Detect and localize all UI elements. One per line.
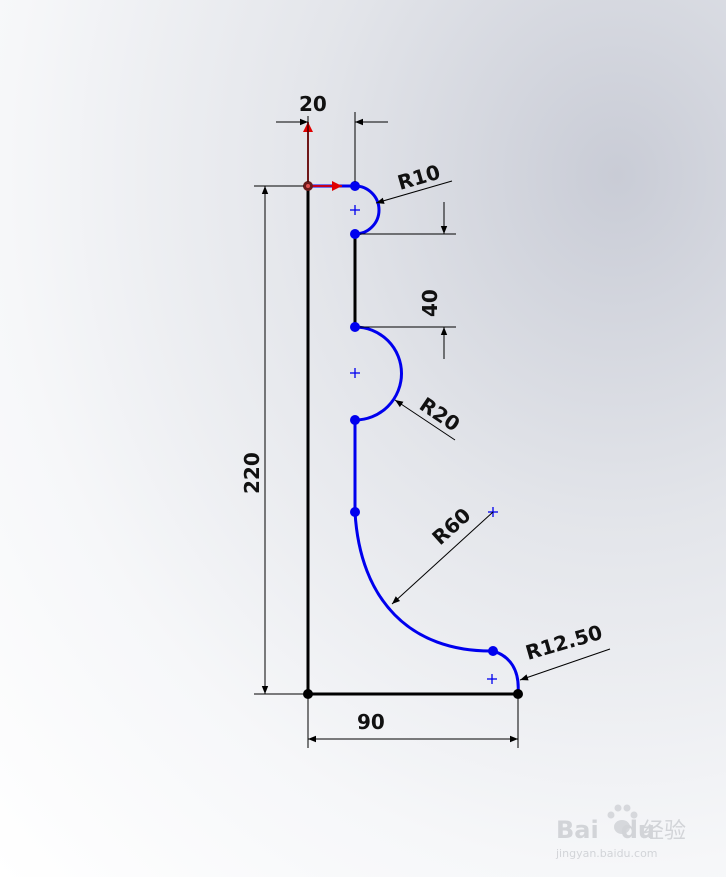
- center-mark-r12-5: [487, 674, 497, 684]
- endpoint[interactable]: [350, 507, 360, 517]
- dim-label-vertical-gap: 40: [418, 289, 442, 317]
- endpoint[interactable]: [513, 689, 523, 699]
- dim-label-height: 220: [240, 452, 264, 494]
- dimension-r60[interactable]: R60: [391, 503, 494, 605]
- paw-icon: [607, 804, 638, 834]
- dim-label-bottom-width: 90: [357, 710, 385, 734]
- endpoint[interactable]: [350, 415, 360, 425]
- origin-indicator: [303, 122, 342, 191]
- dimension-r12-5[interactable]: R12.50: [519, 620, 611, 681]
- arc-r10[interactable]: [353, 184, 381, 236]
- watermark-url: jingyan.baidu.com: [555, 847, 658, 860]
- arc-r12-5[interactable]: [491, 649, 520, 696]
- arc-r20[interactable]: [353, 325, 403, 422]
- dimension-top-width[interactable]: 20: [276, 92, 388, 182]
- endpoint[interactable]: [350, 229, 360, 239]
- dim-label-r12-5: R12.50: [523, 620, 605, 665]
- endpoint[interactable]: [350, 322, 360, 332]
- dimension-r10[interactable]: R10: [375, 160, 453, 204]
- dimension-height[interactable]: 220: [240, 185, 304, 695]
- endpoint[interactable]: [303, 689, 313, 699]
- dimension-r20[interactable]: R20: [394, 392, 464, 441]
- arc-r60[interactable]: [353, 510, 495, 653]
- dimension-bottom-width[interactable]: 90: [307, 698, 519, 748]
- dimension-vertical-gap[interactable]: 40: [360, 202, 456, 359]
- dim-label-top-width: 20: [299, 92, 327, 116]
- watermark-service: 经验: [642, 819, 686, 844]
- dim-label-r60: R60: [427, 503, 475, 550]
- dim-label-r10: R10: [395, 160, 443, 195]
- endpoint[interactable]: [488, 646, 498, 656]
- endpoint[interactable]: [350, 181, 360, 191]
- center-mark-r20: [350, 368, 360, 378]
- center-mark-r10: [350, 205, 360, 215]
